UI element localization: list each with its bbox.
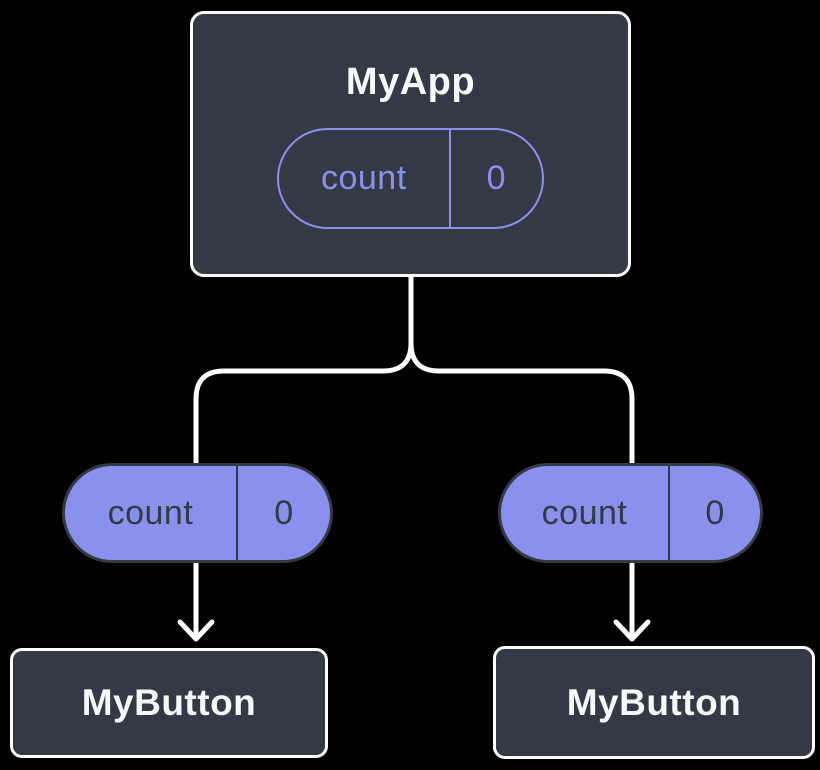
myapp-state-pill: count 0 [277,128,544,229]
branch-right-line [408,275,635,465]
mybutton-title: MyButton [81,682,257,723]
prop-pill-left: count 0 [62,463,333,563]
myapp-title: MyApp [345,61,476,103]
state-name-label: count [320,159,407,197]
mybutton-node-right: MyButton [493,646,815,759]
pill-divider [235,466,238,560]
mybutton-node-left: MyButton [10,648,328,758]
pill-divider [668,466,671,560]
prop-name-label: count [107,493,194,532]
arrow-down-left-icon [177,558,215,642]
mybutton-title: MyButton [566,681,742,723]
arrow-down-right-icon [613,558,651,642]
prop-pill-right: count 0 [498,463,763,563]
prop-value-label: 0 [274,493,294,532]
prop-value-label: 0 [705,493,725,532]
myapp-node: MyApp count 0 [190,11,631,277]
branch-left-line [193,275,414,465]
prop-name-label: count [541,493,628,532]
state-value-label: 0 [486,159,507,197]
pill-divider [448,130,451,227]
